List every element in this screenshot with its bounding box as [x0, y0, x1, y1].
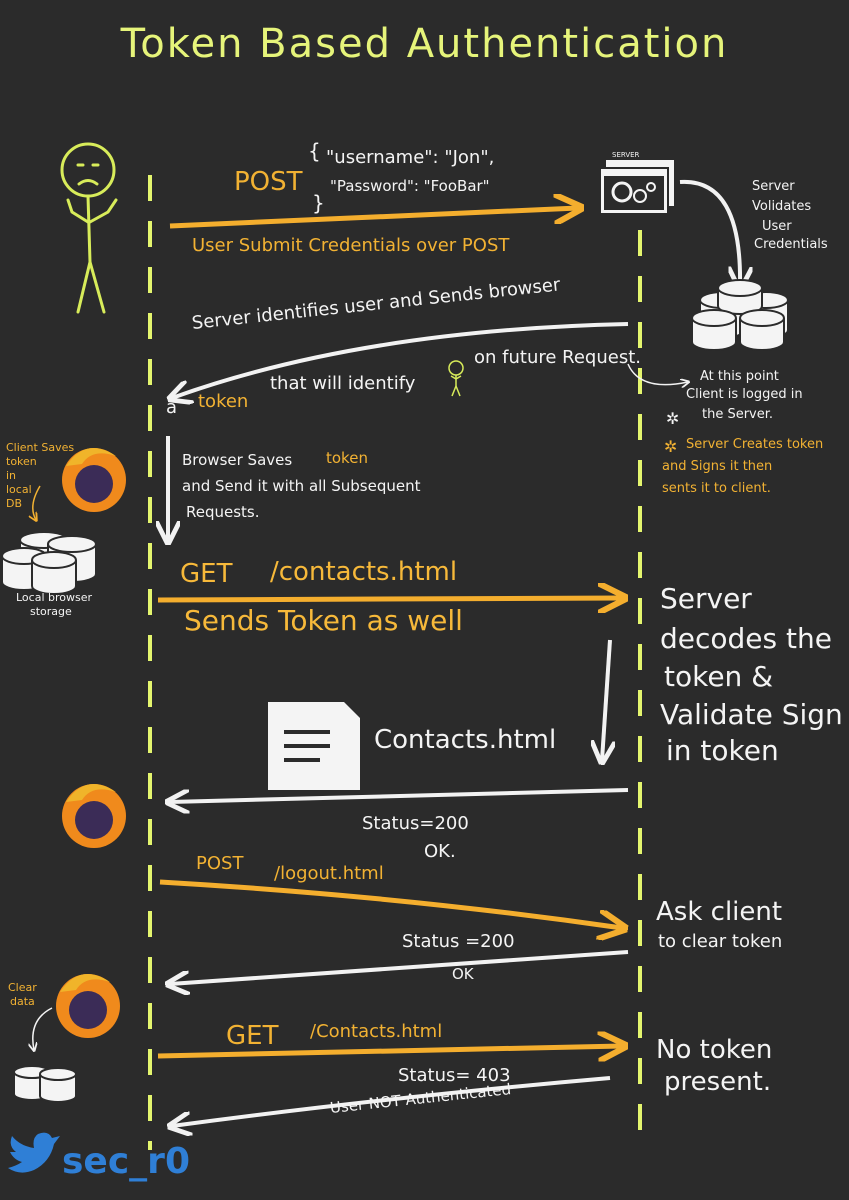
- decode-note-3: token &: [664, 660, 774, 693]
- local-storage-icon: [1, 531, 97, 595]
- get-path-label: /contacts.html: [270, 557, 458, 587]
- client-save-pointer: [33, 485, 41, 520]
- page-title: Token Based Authentication: [120, 21, 729, 67]
- json-brace-open: {: [308, 139, 321, 163]
- client-note-5: DB: [6, 497, 23, 510]
- star-mark-2: ✲: [664, 437, 677, 456]
- token-note-2: and Signs it then: [662, 459, 773, 474]
- decode-note-5: in token: [666, 734, 779, 767]
- clear-data-label-1: Clear: [8, 981, 37, 994]
- server-note-line-1: Server: [752, 179, 795, 194]
- no-token-note-2: present.: [664, 1067, 772, 1097]
- browser-icon-3: [56, 974, 120, 1038]
- clear-data-pointer: [33, 1007, 53, 1050]
- status-200-ok: OK.: [424, 841, 456, 862]
- logout-path-label: /logout.html: [274, 863, 384, 884]
- local-storage-label-1: Local browser: [16, 591, 93, 604]
- step2-line-2-end: on future Request.: [474, 347, 641, 368]
- mini-user-icon: [448, 360, 464, 397]
- arrow-post-logout: [159, 879, 622, 928]
- client-note-2: token: [6, 455, 37, 468]
- step2-token-word: token: [198, 391, 249, 412]
- client-note-3: in: [6, 469, 17, 482]
- arrow-return-token: [172, 322, 629, 398]
- step3-line-1-prefix: Browser Saves: [182, 451, 293, 469]
- browser-icon-2: [62, 784, 126, 848]
- clear-note-2: to clear token: [658, 931, 783, 952]
- post-method-label: POST: [234, 167, 303, 197]
- get-method-label: GET: [180, 559, 233, 589]
- user-figure-icon: [60, 142, 118, 314]
- step1-caption: User Submit Credentials over POST: [192, 235, 510, 256]
- clear-data-label-2: data: [10, 995, 35, 1008]
- logout-status-ok: OK: [452, 965, 474, 983]
- status-403-label: Status= 403: [398, 1065, 511, 1086]
- token-note-1: Server Creates token: [686, 437, 824, 452]
- document-icon: [268, 702, 360, 790]
- clear-note-1: Ask client: [656, 897, 783, 927]
- arrow-response-403: [172, 1076, 611, 1126]
- step3-token-word: token: [326, 449, 368, 467]
- star-mark-1: ✲: [666, 409, 679, 428]
- no-token-note-1: No token: [656, 1035, 773, 1065]
- json-brace-close: }: [312, 191, 325, 215]
- status-200-label: Status=200: [362, 813, 469, 834]
- arrow-get-contacts-2: [157, 1046, 622, 1056]
- logout-method-label: POST: [196, 853, 244, 874]
- arrow-response-200: [170, 788, 629, 802]
- server-note-line-3: User: [762, 219, 792, 234]
- decode-note-4: Validate Sign: [660, 698, 843, 731]
- server-database-icon: [691, 279, 789, 351]
- local-storage-label-2: storage: [30, 605, 72, 618]
- step3-line-3: Requests.: [186, 503, 260, 521]
- get2-path-label: /Contacts.html: [310, 1021, 443, 1042]
- server-icon: [599, 160, 674, 215]
- step3-line-2: and Send it with all Subsequent: [182, 477, 421, 495]
- twitter-bird-icon: [8, 1132, 60, 1173]
- author-handle: sec_r0: [62, 1141, 190, 1182]
- validate-arrow: [679, 179, 740, 286]
- contacts-file-label: Contacts.html: [374, 725, 557, 755]
- decode-note-1: Server: [660, 582, 752, 615]
- logged-in-pointer: [627, 363, 688, 385]
- server-note-line-4: Credentials: [754, 237, 828, 252]
- arrow-post-credentials: [169, 208, 578, 229]
- decode-note-2: decodes the: [660, 622, 832, 655]
- arrow-logout-200: [170, 950, 629, 984]
- logged-in-note-3: the Server.: [702, 407, 774, 422]
- logged-in-note-1: At this point: [700, 369, 779, 384]
- client-note-1: Client Saves: [6, 441, 75, 454]
- json-username: "username": "Jon",: [326, 147, 495, 168]
- step2-line-2: that will identify: [270, 373, 416, 394]
- client-note-4: local: [6, 483, 32, 496]
- get2-method-label: GET: [226, 1021, 279, 1051]
- logout-status-label: Status =200: [402, 931, 515, 952]
- step4-caption: Sends Token as well: [184, 604, 463, 637]
- arrow-get-contacts: [157, 598, 622, 600]
- cleared-storage-icon: [13, 1065, 77, 1103]
- arrow-server-decode: [602, 639, 610, 760]
- browser-icon-1: [62, 448, 126, 512]
- token-note-3: sents it to client.: [662, 481, 771, 496]
- server-box-label: SERVER: [612, 151, 640, 159]
- json-password: "Password": "FooBar": [330, 177, 490, 195]
- step2-prefix: a: [166, 397, 178, 418]
- logged-in-note-2: Client is logged in: [686, 387, 803, 402]
- server-note-line-2: Volidates: [752, 199, 812, 214]
